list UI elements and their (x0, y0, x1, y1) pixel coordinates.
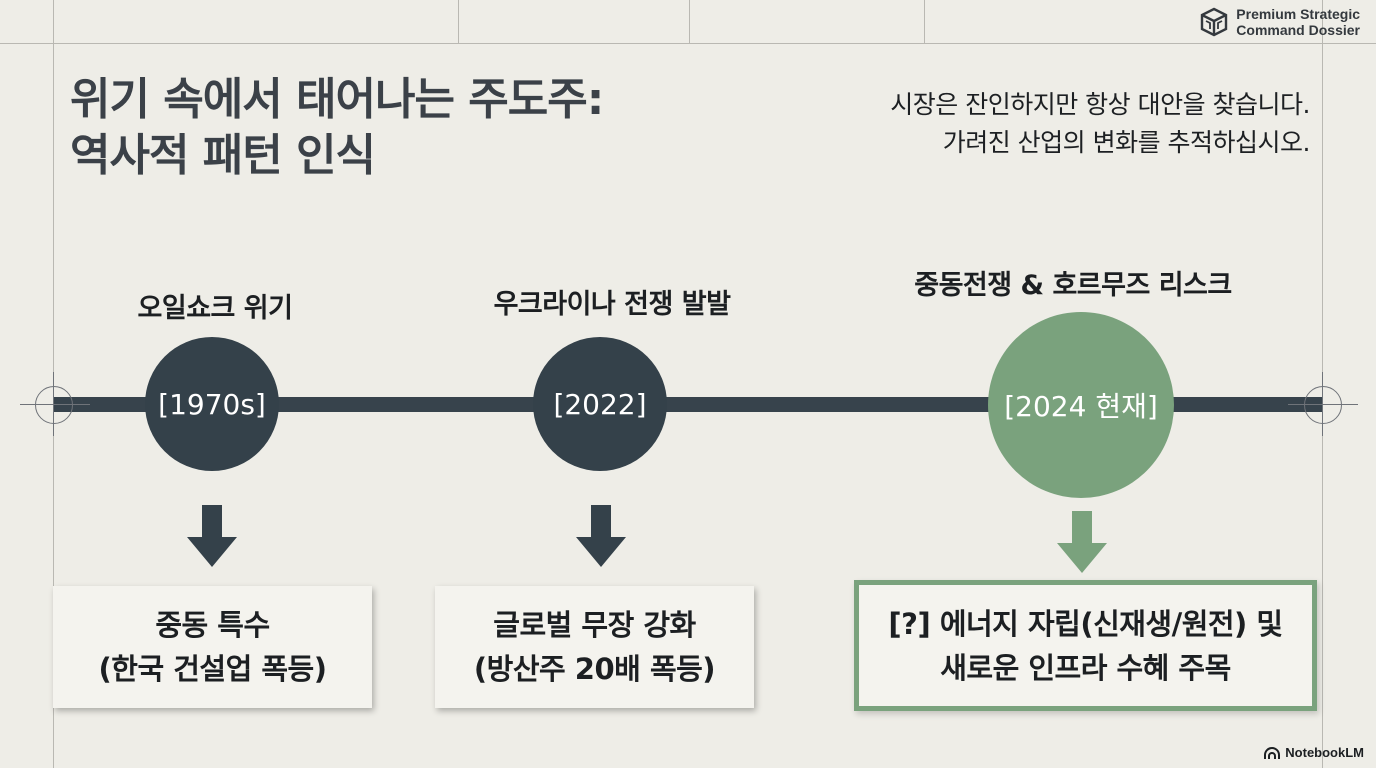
outcome-card-2024-line-1: [?] 에너지 자립(신재생/원전) 및 (888, 606, 1283, 641)
brand-line-2: Command Dossier (1236, 22, 1360, 38)
page-title-line-2: 역사적 패턴 인식 (70, 130, 376, 181)
frame-tick (458, 0, 459, 44)
outcome-card-1970s-line-1: 중동 특수 (155, 608, 270, 642)
brand: Premium Strategic Command Dossier (1200, 6, 1360, 38)
frame-tick (924, 0, 925, 44)
outcome-card-2024-line-2: 새로운 인프라 수혜 주목 (940, 650, 1231, 685)
frame-tick (689, 0, 690, 44)
event-label-2024: 중동전쟁 & 호르무즈 리스크 (914, 270, 1232, 301)
crosshair-right-icon (1304, 386, 1342, 424)
cube-logo-icon (1201, 7, 1228, 37)
timeline-node-1970s: [1970s] (145, 337, 279, 471)
event-label-2022: 우크라이나 전쟁 발발 (493, 289, 731, 320)
outcome-card-2022-line-1: 글로벌 무장 강화 (493, 608, 696, 642)
subtitle-line-2: 가려진 산업의 변화를 추적하십시오. (942, 128, 1311, 157)
outcome-card-2022-line-2: (방산주 20배 폭등) (473, 652, 716, 686)
page-title: 위기 속에서 태어나는 주도주: 역사적 패턴 인식 (70, 72, 604, 184)
down-arrow-icon (187, 505, 237, 567)
notebooklm-badge: NotebookLM (1264, 745, 1364, 760)
event-label-1970s: 오일쇼크 위기 (137, 293, 293, 324)
outcome-card-2022: 글로벌 무장 강화 (방산주 20배 폭등) (435, 586, 754, 708)
down-arrow-icon (1057, 511, 1107, 573)
down-arrow-icon (576, 505, 626, 567)
notebooklm-logo-icon (1264, 746, 1281, 759)
timeline-node-2024: [2024 현재] (988, 312, 1174, 498)
outcome-card-1970s: 중동 특수 (한국 건설업 폭등) (53, 586, 372, 708)
outcome-card-1970s-line-2: (한국 건설업 폭등) (98, 652, 327, 686)
page-title-line-1: 위기 속에서 태어나는 주도주: (70, 74, 604, 125)
notebooklm-label: NotebookLM (1285, 745, 1364, 760)
crosshair-left-icon (35, 386, 73, 424)
subtitle-line-1: 시장은 잔인하지만 항상 대안을 찾습니다. (890, 90, 1310, 119)
subtitle: 시장은 잔인하지만 항상 대안을 찾습니다. 가려진 산업의 변화를 추적하십시… (890, 86, 1310, 162)
outcome-card-2024: [?] 에너지 자립(신재생/원전) 및 새로운 인프라 수혜 주목 (854, 580, 1317, 711)
timeline-node-2022: [2022] (533, 337, 667, 471)
frame-line-top (0, 43, 1376, 44)
brand-line-1: Premium Strategic (1236, 6, 1360, 22)
